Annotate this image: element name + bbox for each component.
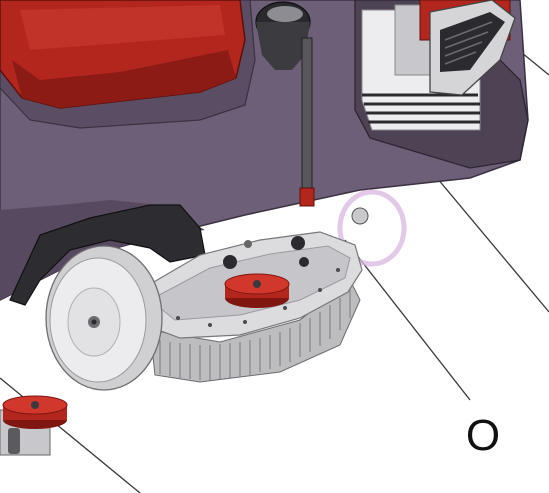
pedal-pad <box>440 12 505 72</box>
wheel-axle-center <box>91 319 97 325</box>
front-bumper <box>9 204 206 306</box>
side-roller-bracket <box>8 428 20 454</box>
side-roller-bolt <box>31 401 39 409</box>
pedal-grip <box>444 21 493 65</box>
drain-pipe-cap <box>299 187 315 207</box>
rear-ring <box>337 189 407 267</box>
hose-cap <box>267 6 303 22</box>
brush-hub-bolt <box>253 280 261 288</box>
rear-ring-outer <box>337 189 407 267</box>
solution-tank <box>0 0 246 109</box>
side-roller <box>0 395 68 456</box>
leader-line-pad <box>344 239 471 401</box>
hose-funnel <box>256 22 310 70</box>
deck-knobs <box>223 236 309 269</box>
foot-pedal <box>429 0 516 96</box>
deck-bolts <box>176 268 340 327</box>
brush-bristles <box>159 290 351 380</box>
brush-skirt <box>149 279 361 383</box>
drain-pipe <box>301 37 313 199</box>
tank-highlight <box>20 5 225 50</box>
brush-hub <box>224 273 290 308</box>
drain-hose <box>255 1 315 207</box>
callout-label: O <box>465 411 501 460</box>
tank-lower-face <box>12 50 236 108</box>
front-wheel <box>45 245 163 391</box>
rear-ring-hub <box>351 207 369 225</box>
